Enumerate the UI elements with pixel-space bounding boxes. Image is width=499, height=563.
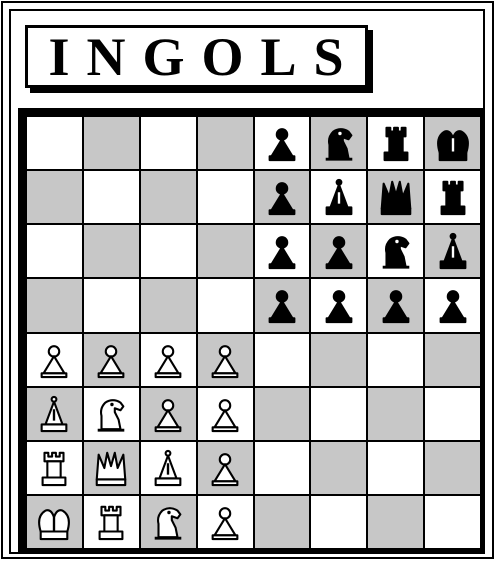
board-square[interactable] xyxy=(255,496,310,548)
board-square[interactable] xyxy=(311,388,366,440)
board-square[interactable] xyxy=(198,334,253,386)
black-pawn-icon[interactable] xyxy=(377,286,415,324)
board-square[interactable] xyxy=(27,388,82,440)
black-pawn-icon[interactable] xyxy=(320,232,358,270)
board-square[interactable] xyxy=(141,117,196,169)
board-square[interactable] xyxy=(311,279,366,331)
board-square[interactable] xyxy=(368,171,423,223)
board-square[interactable] xyxy=(198,388,253,440)
white-pawn-icon[interactable] xyxy=(206,449,244,487)
board-square[interactable] xyxy=(198,171,253,223)
white-pawn-icon[interactable] xyxy=(206,503,244,541)
black-rook-icon[interactable] xyxy=(377,124,415,162)
board-square[interactable] xyxy=(141,442,196,494)
black-rook-icon[interactable] xyxy=(434,178,472,216)
board-square[interactable] xyxy=(27,334,82,386)
board-square[interactable] xyxy=(425,117,480,169)
board-square[interactable] xyxy=(84,334,139,386)
black-king-icon[interactable] xyxy=(434,124,472,162)
black-knight-icon[interactable] xyxy=(377,232,415,270)
board-square[interactable] xyxy=(141,171,196,223)
white-pawn-icon[interactable] xyxy=(149,341,187,379)
board-square[interactable] xyxy=(84,388,139,440)
game-title: INGOLS xyxy=(32,30,360,84)
board-square[interactable] xyxy=(84,496,139,548)
black-queen-icon[interactable] xyxy=(377,178,415,216)
black-pawn-icon[interactable] xyxy=(434,286,472,324)
white-king-icon[interactable] xyxy=(35,503,73,541)
white-pawn-icon[interactable] xyxy=(206,395,244,433)
board-square[interactable] xyxy=(141,334,196,386)
board-square[interactable] xyxy=(198,496,253,548)
board-square[interactable] xyxy=(368,279,423,331)
board-square[interactable] xyxy=(198,442,253,494)
white-bishop-icon[interactable] xyxy=(149,449,187,487)
white-pawn-icon[interactable] xyxy=(35,341,73,379)
board-square[interactable] xyxy=(198,225,253,277)
board-square[interactable] xyxy=(255,171,310,223)
black-pawn-icon[interactable] xyxy=(263,232,301,270)
board-square[interactable] xyxy=(311,117,366,169)
board-square[interactable] xyxy=(141,496,196,548)
board-square[interactable] xyxy=(141,388,196,440)
board-square[interactable] xyxy=(425,442,480,494)
board-square[interactable] xyxy=(311,334,366,386)
board-square[interactable] xyxy=(368,225,423,277)
board-square[interactable] xyxy=(198,117,253,169)
board-square[interactable] xyxy=(368,388,423,440)
board-square[interactable] xyxy=(311,442,366,494)
white-pawn-icon[interactable] xyxy=(206,341,244,379)
board-square[interactable] xyxy=(27,225,82,277)
board-square[interactable] xyxy=(368,442,423,494)
black-pawn-icon[interactable] xyxy=(320,286,358,324)
board-square[interactable] xyxy=(27,442,82,494)
title-plate: INGOLS xyxy=(25,25,368,88)
board-square[interactable] xyxy=(311,225,366,277)
board-square[interactable] xyxy=(141,279,196,331)
board-square[interactable] xyxy=(425,496,480,548)
chess-board xyxy=(25,115,482,550)
white-knight-icon[interactable] xyxy=(92,395,130,433)
board-square[interactable] xyxy=(425,388,480,440)
board-square[interactable] xyxy=(255,225,310,277)
board-square[interactable] xyxy=(368,496,423,548)
board-square[interactable] xyxy=(141,225,196,277)
board-square[interactable] xyxy=(84,171,139,223)
board-square[interactable] xyxy=(425,171,480,223)
board-square[interactable] xyxy=(255,279,310,331)
black-bishop-icon[interactable] xyxy=(434,232,472,270)
board-square[interactable] xyxy=(311,496,366,548)
board-square[interactable] xyxy=(368,117,423,169)
white-queen-icon[interactable] xyxy=(92,449,130,487)
board-square[interactable] xyxy=(27,117,82,169)
white-bishop-icon[interactable] xyxy=(35,395,73,433)
board-square[interactable] xyxy=(84,442,139,494)
board-square[interactable] xyxy=(84,225,139,277)
black-knight-icon[interactable] xyxy=(320,124,358,162)
board-square[interactable] xyxy=(84,279,139,331)
black-pawn-icon[interactable] xyxy=(263,286,301,324)
black-bishop-icon[interactable] xyxy=(320,178,358,216)
board-square[interactable] xyxy=(255,117,310,169)
board-square[interactable] xyxy=(27,496,82,548)
board-square[interactable] xyxy=(255,388,310,440)
white-knight-icon[interactable] xyxy=(149,503,187,541)
white-rook-icon[interactable] xyxy=(92,503,130,541)
board-square[interactable] xyxy=(27,279,82,331)
board-square[interactable] xyxy=(84,117,139,169)
black-pawn-icon[interactable] xyxy=(263,178,301,216)
board-square[interactable] xyxy=(255,334,310,386)
board-square[interactable] xyxy=(425,334,480,386)
board-square[interactable] xyxy=(425,279,480,331)
board-square[interactable] xyxy=(311,171,366,223)
white-rook-icon[interactable] xyxy=(35,449,73,487)
black-pawn-icon[interactable] xyxy=(263,124,301,162)
board-square[interactable] xyxy=(368,334,423,386)
white-pawn-icon[interactable] xyxy=(92,341,130,379)
board-square[interactable] xyxy=(425,225,480,277)
board-square[interactable] xyxy=(255,442,310,494)
white-pawn-icon[interactable] xyxy=(149,395,187,433)
board-square[interactable] xyxy=(198,279,253,331)
board-square[interactable] xyxy=(27,171,82,223)
